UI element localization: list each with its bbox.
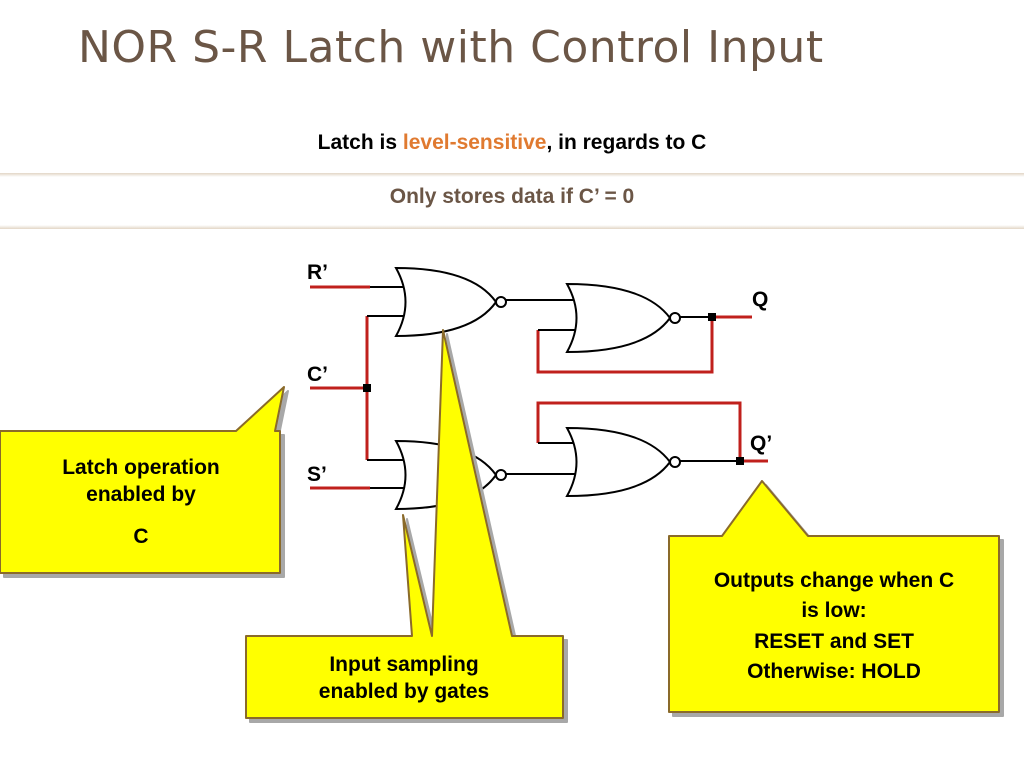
callout-center	[245, 329, 564, 719]
page-title: NOR S-R Latch with Control Input	[78, 22, 824, 73]
junction-c	[363, 384, 371, 392]
subtitle-prefix: Latch is	[317, 131, 403, 154]
wires-black	[367, 286, 740, 489]
callout-center-line2: enabled by gates	[319, 680, 489, 703]
wire-feedback-q	[536, 317, 714, 374]
callout-left-line1: Latch operation	[62, 456, 220, 479]
label-r: R’	[307, 261, 328, 284]
callout-right	[668, 480, 1000, 713]
subtitle-band	[0, 173, 1024, 229]
nor-gate-4	[565, 426, 681, 498]
callout-right-line4: Otherwise: HOLD	[747, 660, 921, 683]
label-c: C’	[307, 363, 328, 386]
callout-right-line3: RESET and SET	[754, 630, 914, 653]
callout-left	[0, 386, 285, 574]
wire-feedback-qbar	[536, 401, 742, 461]
junction-qbar	[736, 457, 744, 465]
callout-left-line2: enabled by	[86, 483, 196, 506]
label-s: S’	[307, 463, 327, 486]
callout-left-line3: C	[133, 525, 148, 548]
callout-right-line2: is low:	[801, 599, 866, 622]
subtitle-level-sensitive: Latch is level-sensitive, in regards to …	[0, 131, 1024, 155]
callout-right-line1: Outputs change when C	[714, 569, 954, 592]
label-q: Q	[752, 288, 768, 311]
nor-gate-2	[565, 282, 681, 354]
subtitle-highlight: level-sensitive	[402, 131, 547, 154]
callout-center-line1: Input sampling	[329, 653, 478, 676]
subtitle-suffix: , in regards to C	[546, 131, 707, 154]
label-qbar: Q’	[750, 432, 772, 455]
nor-gate-1	[394, 266, 507, 338]
subtitle-stores-data: Only stores data if C’ = 0	[389, 185, 635, 208]
junction-q	[708, 313, 716, 321]
